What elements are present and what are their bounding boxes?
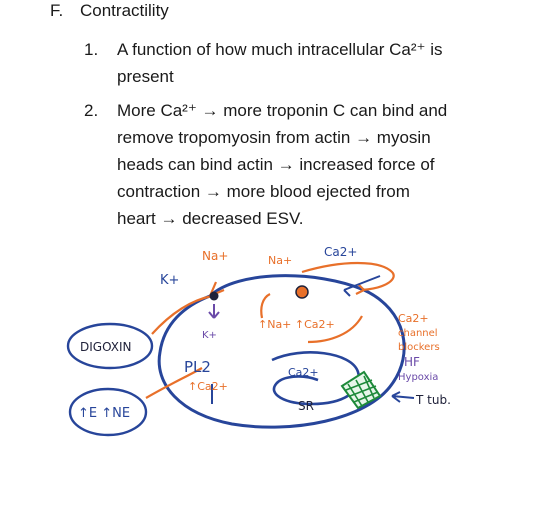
blue-arrows <box>211 275 415 404</box>
t-tubule-hatch <box>340 370 382 410</box>
list-number: 2. <box>84 101 99 120</box>
section-letter: F. <box>50 1 64 20</box>
sarcoplasmic-reticulum <box>271 351 361 406</box>
label-channel: channel <box>398 328 438 339</box>
text-line: More Ca²⁺ → more troponin C can bind and <box>117 101 448 120</box>
label-na-ca-increase: ↑Na+ ↑Ca2+ <box>258 318 335 331</box>
text-line: remove tropomyosin from actin → myosin <box>117 128 431 147</box>
na-k-pump-dot <box>209 291 219 301</box>
label-na-plus: Na+ <box>268 254 292 267</box>
label-digoxin: DIGOXIN <box>80 340 132 354</box>
purple-arrows <box>208 304 220 319</box>
list-number: 1. <box>84 40 99 59</box>
text-line: heads can bind actin → increased force o… <box>117 155 435 174</box>
label-ca-increase: ↑Ca2+ <box>188 380 228 393</box>
label-pl2: PL2 <box>184 358 211 376</box>
section-title: Contractility <box>80 1 169 20</box>
label-ca-sr: Ca2+ <box>288 366 319 379</box>
label-ca-top: Ca2+ <box>324 245 357 259</box>
text-line: contraction → more blood ejected from <box>117 182 410 201</box>
label-k-plus-small: K+ <box>202 330 217 341</box>
label-epi-ne: ↑E ↑NE <box>78 406 130 421</box>
section-heading: F. Contractility <box>50 1 169 21</box>
text-line: present <box>117 67 174 86</box>
label-hypoxia: Hypoxia <box>398 372 438 383</box>
text-line: heart → decreased ESV. <box>117 209 304 228</box>
cell-membrane <box>157 274 406 429</box>
label-blockers: blockers <box>398 342 440 353</box>
label-t-tubule: T tub. <box>415 393 451 407</box>
cardiac-myocyte-sketch: DIGOXIN ↑E ↑NE K+ Na+ Na+ Ca2+ K+ ↑Na+ ↑… <box>62 234 462 466</box>
epi-ne-oval <box>68 387 148 437</box>
digoxin-oval <box>66 322 154 370</box>
label-hf: HF <box>404 355 420 369</box>
list-text: More Ca²⁺ → more troponin C can bind and… <box>117 97 447 232</box>
text-line: A function of how much intracellular Ca²… <box>117 40 443 59</box>
label-k-plus: K+ <box>160 273 179 288</box>
label-ca-channel: Ca2+ <box>398 312 429 325</box>
label-sr: SR <box>298 399 314 413</box>
list-text: A function of how much intracellular Ca²… <box>117 36 443 90</box>
ca-channel-dot <box>295 285 309 299</box>
label-na-plus: Na+ <box>202 249 228 263</box>
